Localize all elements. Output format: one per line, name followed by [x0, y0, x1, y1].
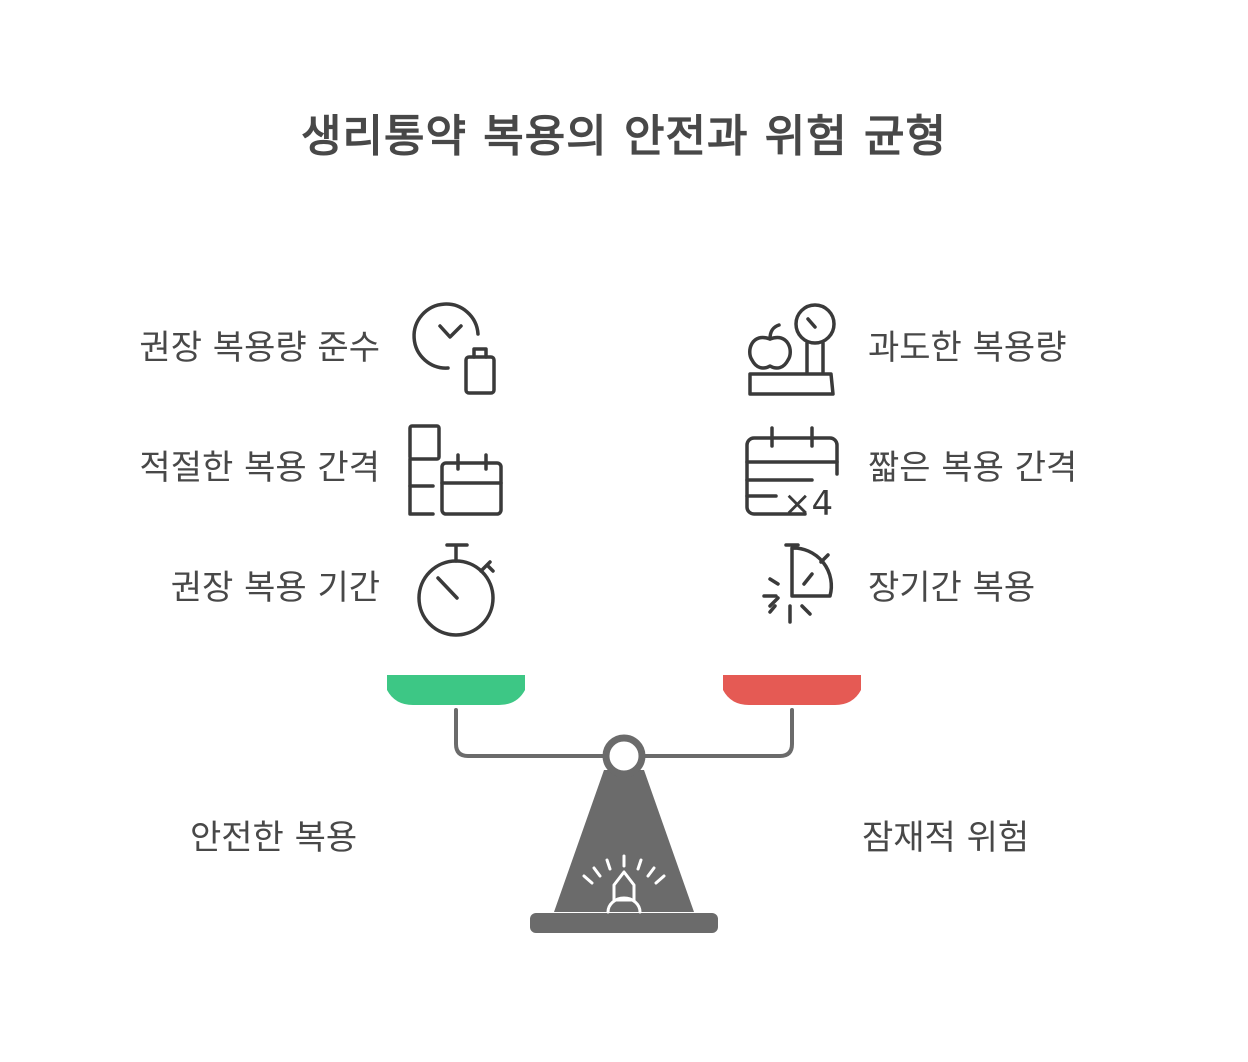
left-factor-label-2: 적절한 복용 간격: [139, 448, 380, 488]
right-pan: [723, 675, 861, 705]
left-pan: [387, 675, 525, 705]
schedule-calendar-icon: [408, 424, 503, 516]
page-title: 생리통약 복용의 안전과 위험 균형: [301, 111, 947, 162]
clock-battery-icon: [412, 302, 496, 395]
times-four-text: ×4: [783, 484, 833, 524]
alarm-light-icon: [582, 854, 666, 914]
right-outcome-label: 잠재적 위험: [862, 818, 1030, 858]
right-factor-label-3: 장기간 복용: [868, 568, 1036, 608]
timer-burst-icon: [762, 543, 834, 624]
balance-stand: [554, 770, 694, 912]
right-factor-label-2: 짧은 복용 간격: [868, 448, 1078, 488]
calendar-times-four-icon: [745, 426, 839, 516]
left-factor-label-3: 권장 복용 기간: [170, 568, 380, 608]
right-factor-label-1: 과도한 복용량: [868, 328, 1067, 368]
balance-arm: [454, 708, 794, 758]
stopwatch-icon: [417, 543, 495, 637]
weighing-scale-apple-icon: [748, 303, 836, 396]
left-outcome-label: 안전한 복용: [190, 818, 358, 858]
left-factor-label-1: 권장 복용량 준수: [139, 328, 380, 368]
balance-base: [530, 913, 718, 933]
balance-pivot: [602, 734, 646, 778]
